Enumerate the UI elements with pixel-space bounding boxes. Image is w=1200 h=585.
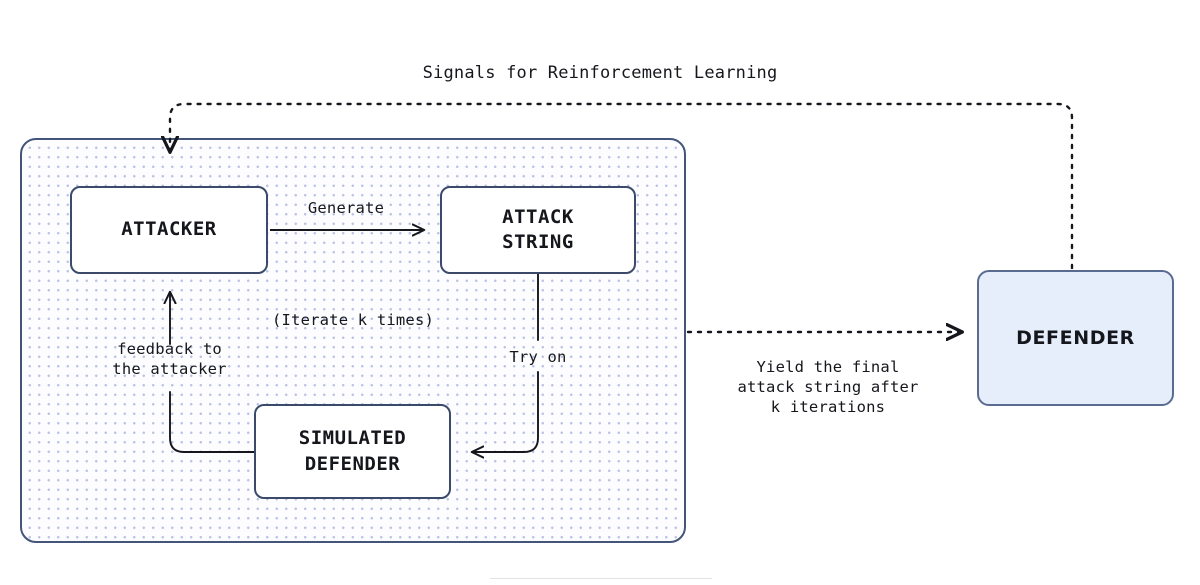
edge-feedback <box>170 292 255 453</box>
node-simulated-defender-label: SIMULATED DEFENDER <box>298 427 407 475</box>
edge-label-generate: Generate <box>307 199 385 217</box>
bottom-divider <box>490 578 712 579</box>
edge-rl-signal <box>170 102 1074 270</box>
edge-label-try-on: Try on <box>509 348 567 366</box>
edge-label-feedback: feedback to the attacker <box>112 340 227 378</box>
edge-label-iterate: (Iterate k times) <box>271 311 435 329</box>
node-attack-string[interactable]: ATTACK STRING <box>440 186 636 274</box>
edge-label-yield: Yield the final attack string after k it… <box>737 358 919 416</box>
diagram-title: Signals for Reinforcement Learning <box>422 63 778 83</box>
node-defender[interactable]: DEFENDER <box>977 270 1174 406</box>
node-defender-label: DEFENDER <box>1016 327 1135 349</box>
edge-try-on <box>472 273 539 452</box>
node-attacker-label: ATTACKER <box>121 218 217 241</box>
node-simulated-defender[interactable]: SIMULATED DEFENDER <box>254 404 451 499</box>
node-attack-string-label: ATTACK STRING <box>502 205 574 253</box>
node-attacker[interactable]: ATTACKER <box>70 186 268 274</box>
